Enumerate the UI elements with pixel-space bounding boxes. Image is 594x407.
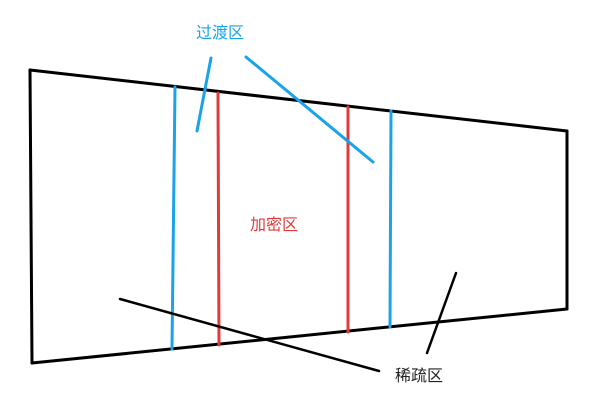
sparse-leader-left — [118, 297, 381, 373]
outline-bottom-edge — [30, 307, 569, 365]
transition-zone-label: 过渡区 — [196, 23, 245, 42]
transition-line-right — [388, 109, 393, 329]
dense-boundaries — [216, 91, 350, 347]
transition-line-left — [170, 85, 177, 351]
transition-leader-left — [195, 56, 213, 133]
transition-boundaries — [170, 85, 393, 351]
dense-line-left — [216, 91, 221, 347]
trapezoid-outline — [28, 68, 569, 365]
sparse-zone-label: 稀疏区 — [395, 366, 444, 385]
transition-leader-right — [244, 55, 375, 164]
sparse-leaders — [118, 271, 458, 373]
transition-leaders — [195, 55, 375, 164]
outline-left-edge — [28, 68, 34, 365]
dense-zone-label: 加密区 — [250, 215, 299, 234]
sparse-leader-right — [425, 271, 458, 355]
